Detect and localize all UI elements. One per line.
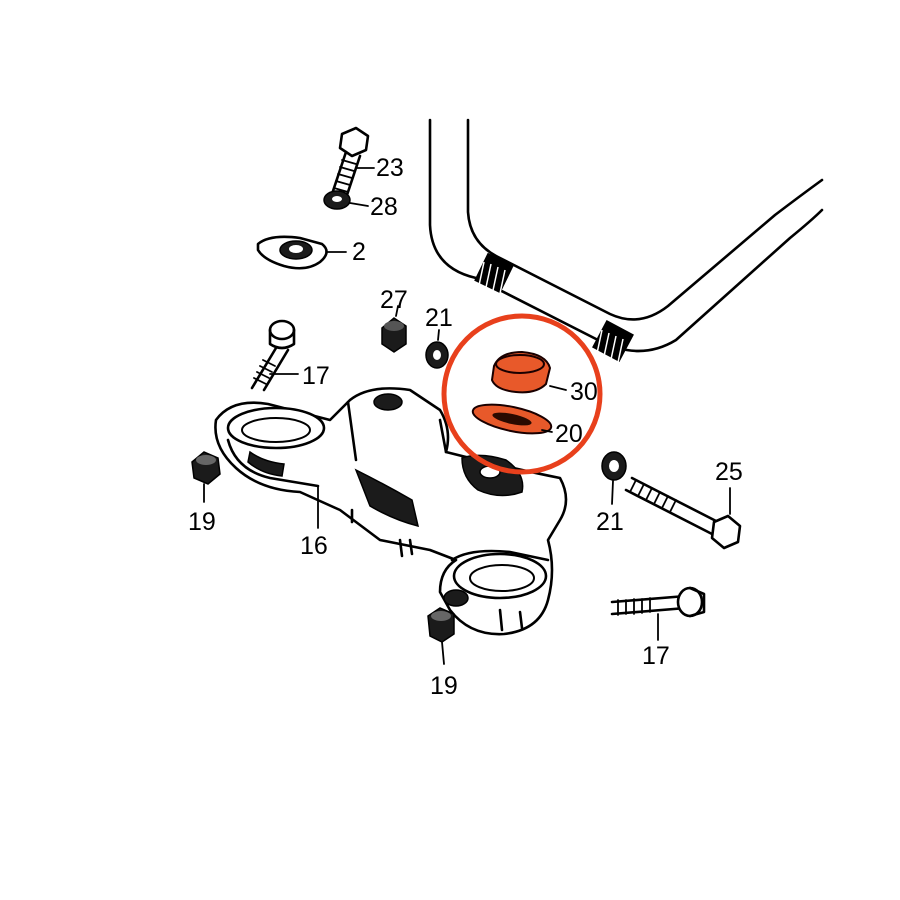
callout-17-right: 17 xyxy=(642,642,670,670)
callout-21-top: 21 xyxy=(425,304,453,332)
leader-21-right xyxy=(611,480,614,505)
washer-21-right xyxy=(601,451,627,481)
nut-19-left xyxy=(191,451,221,485)
callout-20: 20 xyxy=(555,420,583,448)
cap-nut-30 xyxy=(490,350,552,394)
leader-27 xyxy=(395,305,399,317)
leader-20 xyxy=(541,429,553,433)
callout-23: 23 xyxy=(376,154,404,182)
bolt-23 xyxy=(328,126,370,206)
top-bridge-16 xyxy=(214,387,568,636)
handlebar-clamp-knurl-left xyxy=(474,252,514,299)
bolt-17-left xyxy=(250,319,296,392)
handlebar xyxy=(428,118,824,368)
highlight-circle xyxy=(441,313,603,475)
callout-19-left: 19 xyxy=(188,508,216,536)
leader-21-top xyxy=(437,329,440,341)
callout-21-right: 21 xyxy=(596,508,624,536)
leader-19-bottom xyxy=(441,641,445,665)
leader-28 xyxy=(349,202,369,207)
callout-27: 27 xyxy=(380,286,408,314)
bolt-25 xyxy=(624,476,742,550)
callout-17-left: 17 xyxy=(302,362,330,390)
callout-30: 30 xyxy=(570,378,598,406)
washer-21-top xyxy=(425,341,449,369)
callout-2: 2 xyxy=(352,238,366,266)
nut-19-bottom xyxy=(427,607,455,643)
bracket-2 xyxy=(256,235,328,270)
bolt-17-right xyxy=(610,586,706,618)
handlebar-clamp-knurl-right xyxy=(592,320,634,368)
callout-16: 16 xyxy=(300,532,328,560)
leader-30 xyxy=(549,385,567,391)
nut-27 xyxy=(381,317,407,353)
callout-25: 25 xyxy=(715,458,743,486)
callout-28: 28 xyxy=(370,193,398,221)
washer-20 xyxy=(471,403,553,435)
callout-19-bottom: 19 xyxy=(430,672,458,700)
washer-28 xyxy=(323,190,351,210)
